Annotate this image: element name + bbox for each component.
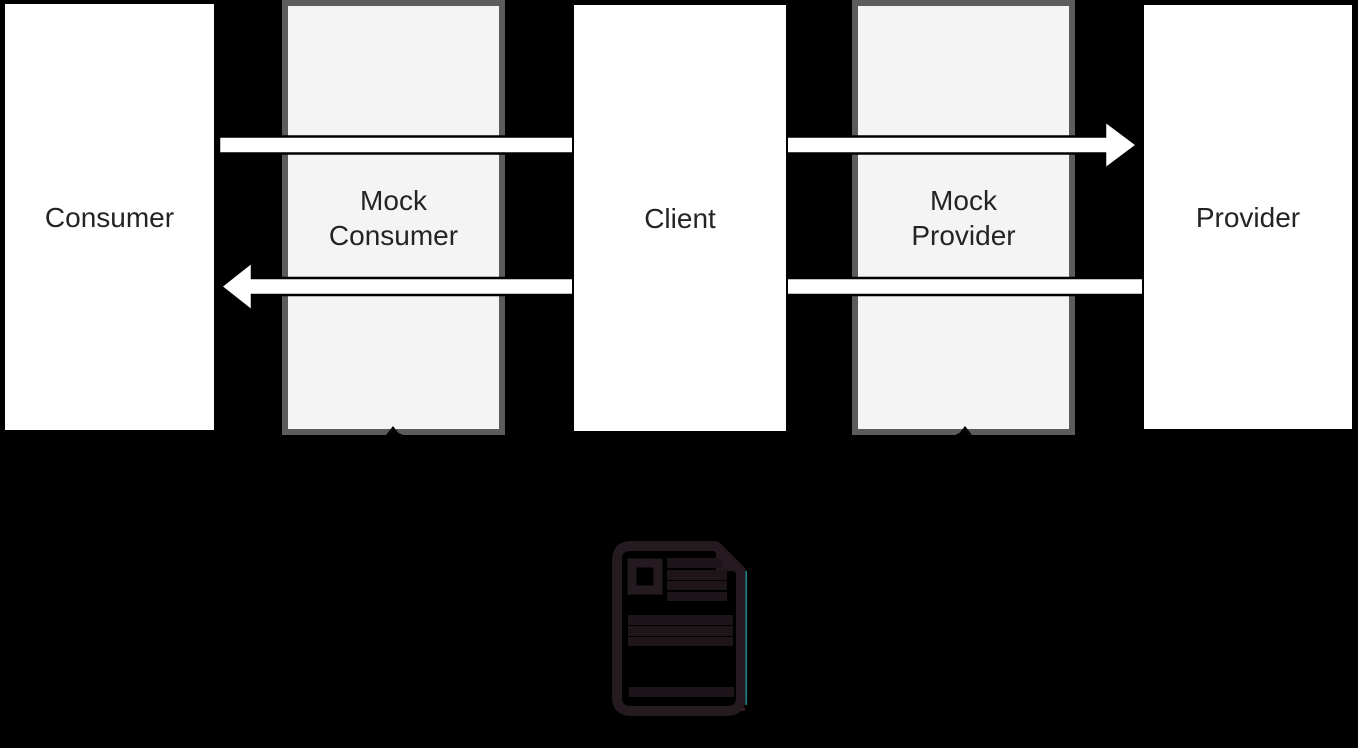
- document-fold: [716, 546, 741, 571]
- provider-label: Provider: [1195, 201, 1301, 233]
- document-text-bar: [667, 570, 727, 580]
- document-text-bar: [629, 687, 734, 697]
- document-text-bar: [667, 581, 727, 590]
- mock-consumer-box: Mock Consumer: [282, 0, 505, 435]
- document-text-bar: [628, 615, 733, 625]
- document-page-outline: [612, 541, 746, 716]
- consumer-label: Consumer: [44, 201, 175, 233]
- consumer-box: Consumer: [3, 2, 216, 432]
- mock-provider-label: Mock: [930, 184, 997, 216]
- mock-consumer-label-line2: Consumer: [328, 219, 459, 251]
- contract-to-mock-consumer-link: [392, 430, 656, 557]
- client-box: Client: [572, 3, 788, 433]
- mock-consumer-label: Mock: [360, 184, 427, 216]
- mock-provider-box: Mock Provider: [852, 0, 1075, 435]
- document-edge-fringe-dot: [741, 708, 745, 711]
- document-text-bar: [667, 592, 727, 601]
- document-image-placeholder: [627, 558, 663, 595]
- document-text-bar: [628, 626, 733, 636]
- contract-to-mock-provider-link: [709, 430, 966, 557]
- client-label: Client: [644, 202, 716, 234]
- document-text-bar: [628, 637, 733, 646]
- contract-document-icon: [612, 541, 748, 716]
- document-text-bar: [667, 558, 722, 568]
- provider-box: Provider: [1142, 3, 1354, 431]
- mock-provider-label-line2: Provider: [911, 219, 1016, 251]
- document-edge-highlight: [745, 571, 748, 705]
